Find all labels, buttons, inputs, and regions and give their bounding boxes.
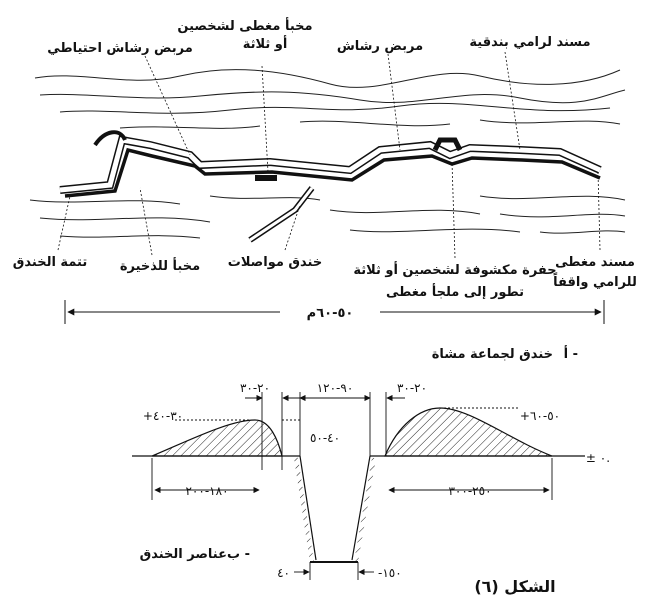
dim-top-width: ٩٠-١٢٠ xyxy=(317,381,354,395)
dim-right-parapet-width: ٢٥٠-٣٠٠ xyxy=(448,484,491,498)
caption-a-prefix: أ - xyxy=(564,345,578,362)
dim-right-top-gap: ٢٠-٣٠ xyxy=(397,381,427,395)
dim-bottom-left: ٤٠ xyxy=(277,566,290,580)
dim-left-top-gap: ٢٠-٣٠ xyxy=(240,381,270,395)
dim-left-parapet-height: +٣٠-٤٠ xyxy=(143,409,183,423)
label-open-pit-line1: حفرة مكشوفة لشخصين أو ثلاثة xyxy=(353,261,556,278)
cross-section xyxy=(132,407,585,563)
section-dimensions xyxy=(151,392,553,580)
dim-bottom-right: -١٥٠ xyxy=(378,566,402,580)
label-comm-trench: خندق مواصلات xyxy=(228,255,323,270)
label-covered-shelter-line2: أو ثلاثة xyxy=(243,35,288,52)
leader-lines xyxy=(57,51,601,259)
caption-a: خندق لجماعة مشاة xyxy=(432,347,553,362)
figure-title: الشكل (٦) xyxy=(474,577,555,596)
length-dimension xyxy=(64,300,605,324)
label-open-pit-line2: تطور إلى ملجأ مغطى xyxy=(386,283,524,300)
label-standing-rest-line1: مسند مغطى xyxy=(555,255,635,270)
caption-b-prefix: ب - xyxy=(227,547,250,562)
dim-ground-level: ± ٠. xyxy=(586,451,610,465)
label-ammo-shelter: مخبأ للذخيرة xyxy=(120,257,200,274)
label-rifle-rest: مسند لرامي بندقية xyxy=(469,35,590,50)
caption-b: عناصر الخندق xyxy=(140,547,227,562)
terrain-sketch xyxy=(29,69,626,239)
length-value: ٥٠-٦٠م xyxy=(307,306,354,321)
label-reserve-mg: مربض رشاش احتياطي xyxy=(47,41,193,56)
label-standing-rest-line2: للرامي واقفاً xyxy=(553,272,637,290)
dim-depth-inside: ٤٠-٥٠ xyxy=(310,431,340,445)
dim-right-parapet-height: +٥٠-٦٠ xyxy=(520,409,560,423)
label-covered-shelter-line1: مخبأ مغطى لشخصين xyxy=(177,17,312,34)
trench-line xyxy=(59,130,602,243)
dim-left-parapet-width: ١٨٠-٢٠٠ xyxy=(185,484,228,498)
label-mg-nest: مربض رشاش xyxy=(337,39,423,54)
label-trench-end: تتمة الخندق xyxy=(13,255,87,270)
